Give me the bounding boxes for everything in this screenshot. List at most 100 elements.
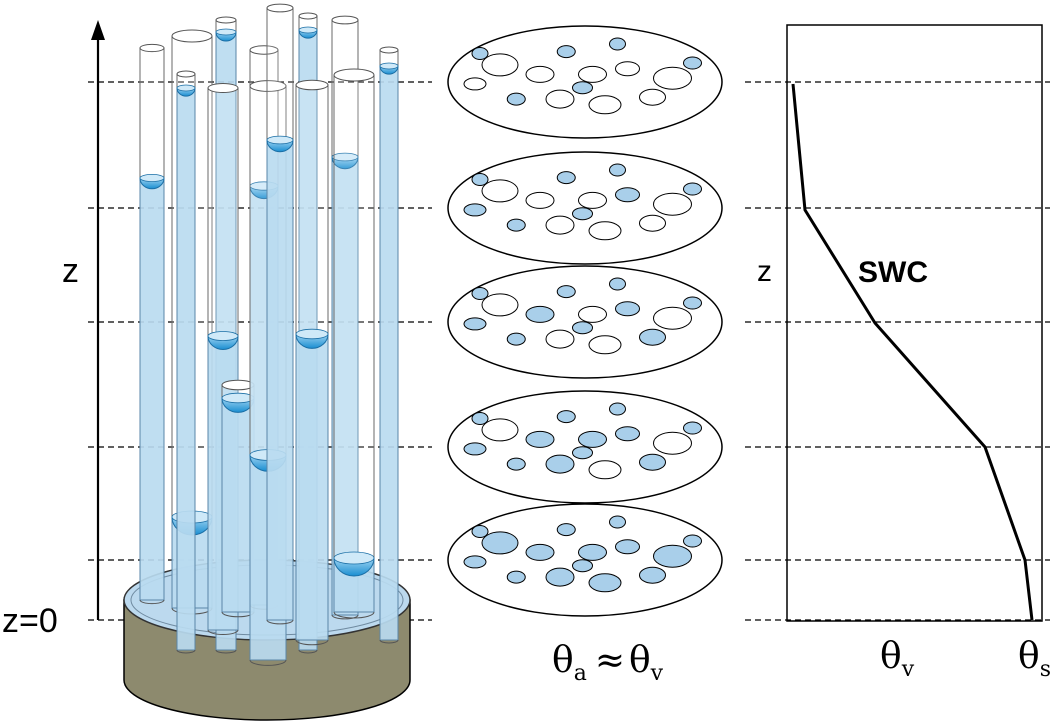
filled-pore [609, 37, 626, 51]
empty-pore [653, 306, 692, 330]
filled-pore [572, 81, 593, 95]
pore-cross-section-icon [447, 503, 723, 617]
filled-pore [556, 285, 576, 299]
filled-pore [683, 56, 702, 70]
tube-rim [295, 79, 329, 91]
filled-pore [639, 328, 666, 346]
empty-pore [481, 179, 519, 203]
tube-rim [171, 29, 213, 43]
capillary-tube-icon [333, 68, 375, 619]
filled-pore [615, 187, 640, 203]
filled-pore [683, 296, 702, 310]
filled-pore [506, 218, 526, 232]
pore-cross-section-icon [447, 265, 723, 379]
tube-rim [333, 68, 375, 82]
tube-rim [298, 12, 318, 20]
tube-water-column [379, 65, 399, 641]
filled-pore [578, 430, 607, 448]
tube-water-column [139, 177, 165, 601]
filled-pore [588, 573, 622, 593]
filled-pore [463, 203, 487, 217]
tube-water-column [176, 87, 196, 651]
empty-pore [615, 61, 640, 77]
tube-water-column [221, 397, 255, 613]
z-axis-arrow-icon [91, 20, 105, 40]
filled-pore [609, 515, 626, 529]
empty-pore [481, 53, 519, 77]
filled-pore [556, 523, 576, 537]
swc-chart: SWC z θv θs [757, 24, 1050, 682]
pore-cross-section-icon [447, 25, 723, 139]
filled-pore [609, 163, 626, 177]
filled-pore [615, 301, 640, 317]
empty-pore [578, 65, 607, 83]
empty-pore [588, 460, 622, 480]
tube-rim [176, 70, 196, 78]
swc-curve-label: SWC [858, 256, 928, 289]
filled-pore [615, 426, 640, 442]
empty-pore [545, 89, 575, 109]
theta-s-tick-label: θs [1018, 636, 1050, 682]
filled-pore [572, 559, 593, 573]
filled-pore [471, 47, 489, 60]
filled-pore [506, 92, 526, 106]
filled-pore [653, 544, 692, 568]
filled-pore [471, 412, 489, 425]
filled-pore [556, 171, 576, 185]
empty-pore [653, 66, 692, 90]
tube-rim [221, 379, 255, 391]
tube-rim [379, 46, 399, 54]
tube-rim [139, 43, 165, 53]
empty-pore [588, 95, 622, 115]
pore-cross-section-icon [447, 151, 723, 265]
filled-pore [525, 543, 555, 561]
z-axis-label: z [62, 252, 79, 290]
empty-pore [481, 293, 519, 317]
filled-pore [683, 182, 702, 196]
filled-pore [463, 317, 487, 331]
filled-pore [572, 446, 593, 460]
pore-cross-section-icon [447, 390, 723, 504]
filled-pore [463, 555, 487, 569]
filled-pore [556, 45, 576, 59]
filled-pore [615, 539, 640, 555]
filled-pore [471, 173, 489, 186]
capillary-tube-icon [176, 70, 196, 654]
filled-pore [609, 402, 626, 416]
filled-pore [525, 430, 555, 448]
filled-pore [578, 543, 607, 561]
origin-label: z=0 [2, 602, 58, 640]
capillary-tube-bundle [139, 3, 399, 666]
empty-pore [578, 191, 607, 209]
swc-chart-frame [786, 24, 1043, 622]
filled-pore [545, 567, 575, 587]
filled-pore [525, 305, 555, 323]
empty-pore [588, 335, 622, 355]
tube-water-column [266, 139, 294, 621]
capillary-tube-icon [379, 46, 399, 644]
filled-pore [572, 207, 593, 221]
filled-pore [572, 321, 593, 335]
tube-rim [249, 80, 287, 92]
tube-water-column [295, 333, 329, 641]
filled-pore [639, 566, 666, 584]
filled-pore [639, 453, 666, 471]
filled-pore [471, 287, 489, 300]
tube-rim [266, 3, 294, 13]
filled-pore [683, 421, 702, 435]
tube-rim [331, 15, 359, 25]
empty-pore [639, 214, 666, 232]
empty-pore [545, 215, 575, 235]
empty-pore [653, 431, 692, 455]
empty-pore [545, 329, 575, 349]
swc-z-label: z [757, 255, 772, 288]
filled-pore [471, 525, 489, 538]
empty-pore [578, 305, 607, 323]
capillary-tube-icon [139, 43, 165, 605]
empty-pore [525, 65, 555, 83]
empty-pore [463, 77, 487, 91]
filled-pore [481, 531, 519, 555]
filled-pore [609, 277, 626, 291]
